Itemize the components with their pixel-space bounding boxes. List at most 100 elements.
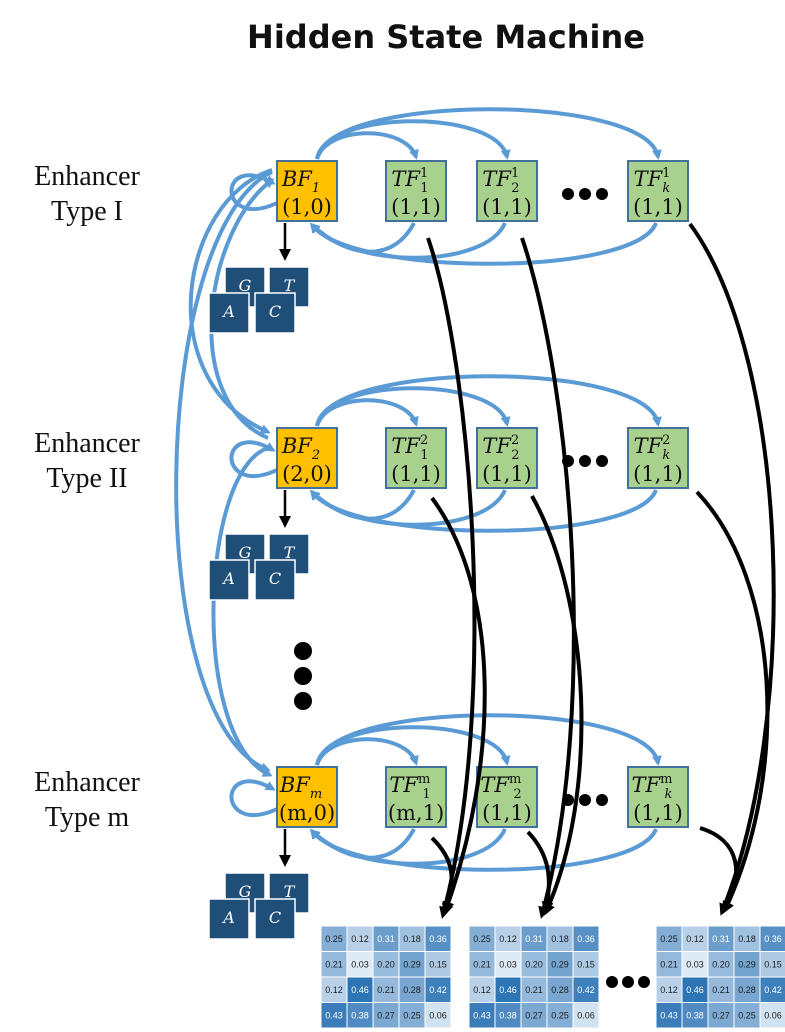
self-loop-arrow xyxy=(229,173,278,211)
tf-to-bf-arrow xyxy=(309,489,507,527)
tf-name-text: TF xyxy=(482,434,512,458)
emission-arrow xyxy=(430,836,455,914)
nucleotide-box xyxy=(208,898,250,940)
tf-box xyxy=(627,427,689,489)
pwm-cell-value: 0.42 xyxy=(429,985,447,995)
pwm-cell-value: 0.21 xyxy=(377,985,395,995)
tf-box xyxy=(385,766,447,828)
pwm-cell-value: 0.03 xyxy=(686,959,704,969)
pwm-cell-value: 0.29 xyxy=(403,959,421,969)
tf-superscript: 1 xyxy=(420,166,428,181)
nucleotide-box xyxy=(208,292,250,334)
nucleotide-letter: G xyxy=(239,543,252,562)
pwm-cell xyxy=(707,925,735,952)
tf-subscript: 1 xyxy=(420,448,428,463)
nucleotide-letter: A xyxy=(221,302,235,321)
ellipsis-dot xyxy=(294,642,312,660)
pwm-cell xyxy=(468,925,496,952)
pwm-cell xyxy=(320,951,348,978)
pwm-cell-value: 0.25 xyxy=(660,934,678,944)
pwm-cell-value: 0.21 xyxy=(325,959,343,969)
ellipsis-dot xyxy=(606,976,618,988)
ellipsis-dot xyxy=(579,455,591,467)
tf-subscript: 2 xyxy=(513,787,521,802)
ellipsis-dot xyxy=(622,976,634,988)
pwm-cell-value: 0.20 xyxy=(377,959,395,969)
ellipsis-dot xyxy=(579,794,591,806)
bf-name: BF2 xyxy=(281,434,320,463)
nucleotide-letter: T xyxy=(284,276,296,295)
pwm-cell-value: 0.12 xyxy=(686,934,704,944)
pwm-cell-value: 0.12 xyxy=(660,985,678,995)
pwm-cell-value: 0.03 xyxy=(499,959,517,969)
pwm-cell xyxy=(372,951,400,978)
pwm-cell xyxy=(546,1002,574,1029)
pwm-cell xyxy=(398,951,426,978)
tf-box xyxy=(385,427,447,489)
self-loop-arrow xyxy=(229,779,278,817)
emission-arrow xyxy=(526,830,554,914)
tf-name-text: TF xyxy=(389,773,419,797)
nucleotide-letter: C xyxy=(269,302,281,321)
tf-box xyxy=(476,427,538,489)
pwm-cell xyxy=(733,1002,761,1029)
pwm-cell-value: 0.36 xyxy=(429,934,447,944)
pwm-cell-value: 0.46 xyxy=(351,985,369,995)
pwm-cell-value: 0.12 xyxy=(351,934,369,944)
pwm-cell xyxy=(424,1002,452,1029)
tf-label: (1,1) xyxy=(391,195,441,219)
pwm-cell-value: 0.28 xyxy=(738,985,756,995)
pwm-cell xyxy=(494,925,522,952)
enhancer-type-line1: Enhancer xyxy=(34,767,140,798)
pwm-cell-value: 0.12 xyxy=(325,985,343,995)
ellipsis-dot xyxy=(638,976,650,988)
pwm-cell-value: 0.28 xyxy=(551,985,569,995)
tf-box xyxy=(627,766,689,828)
bf-subscript: 2 xyxy=(311,448,320,463)
pwm-cell-value: 0.06 xyxy=(764,1010,782,1020)
bf-name-text: BF xyxy=(281,434,313,458)
pwm-cell xyxy=(494,951,522,978)
pwm-cell-value: 0.15 xyxy=(577,959,595,969)
pwm-cell-value: 0.18 xyxy=(403,934,421,944)
pwm-cell-value: 0.29 xyxy=(738,959,756,969)
pwm-cell-value: 0.15 xyxy=(764,959,782,969)
bf-name: BF1 xyxy=(281,167,320,196)
pwm-cell xyxy=(707,976,735,1003)
bf-state: BFm(m,0) xyxy=(276,766,338,828)
bf-to-tf-arrow xyxy=(315,713,662,766)
nucleotide-letter: C xyxy=(269,569,281,588)
pwm-cell-value: 0.25 xyxy=(738,1010,756,1020)
tf-box xyxy=(476,160,538,222)
ellipsis-dot xyxy=(596,794,608,806)
pwm-cell-value: 0.20 xyxy=(712,959,730,969)
bf-box xyxy=(276,766,338,828)
tf-name-text: TF xyxy=(391,167,421,191)
pwm-cell xyxy=(572,976,600,1003)
pwm-cell xyxy=(733,951,761,978)
bf-state: BF1(1,0) xyxy=(276,160,338,222)
bf-to-tf-arrow xyxy=(315,386,511,427)
pwm-cell xyxy=(346,1002,374,1029)
pwm-cell-value: 0.06 xyxy=(577,1010,595,1020)
tf-superscript: 2 xyxy=(420,433,428,448)
tf-subscript: k xyxy=(662,181,670,196)
pwm-cell-value: 0.43 xyxy=(473,1010,491,1020)
pwm-cell xyxy=(320,976,348,1003)
bf-subscript: 1 xyxy=(312,181,320,196)
pwm-cell xyxy=(320,925,348,952)
tf-subscript: 2 xyxy=(511,448,519,463)
